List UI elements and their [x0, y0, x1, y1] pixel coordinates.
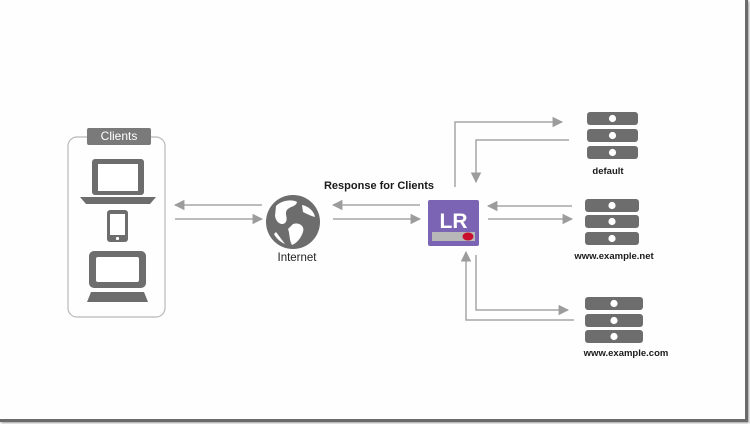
arrow-lr-to-default: [454, 116, 564, 187]
desktop-monitor-icon: [87, 251, 148, 302]
server-default-icon: [587, 112, 638, 159]
server-label-example-com: www.example.com: [583, 348, 669, 359]
server-example-com-icon: [585, 297, 643, 343]
internet-label: Internet: [277, 252, 317, 264]
lr-load-balancer-logo: [428, 200, 479, 246]
clients-label: Clients: [87, 128, 151, 145]
connection-label: Response for Clients: [323, 180, 435, 192]
smartphone-icon: [107, 210, 128, 242]
status-indicator: [462, 232, 474, 241]
arrow-default-to-lr: [470, 139, 569, 184]
server-example-net-icon: [585, 199, 639, 245]
server-label-default: default: [592, 166, 624, 177]
server-label-example-net: www.example.net: [574, 251, 654, 262]
lr-logo-text: LR: [440, 210, 468, 233]
arrow-lr-to-com: [475, 255, 570, 316]
globe-icon: [266, 195, 320, 249]
arrow-com-to-lr: [460, 250, 574, 321]
laptop-icon: [80, 159, 156, 204]
